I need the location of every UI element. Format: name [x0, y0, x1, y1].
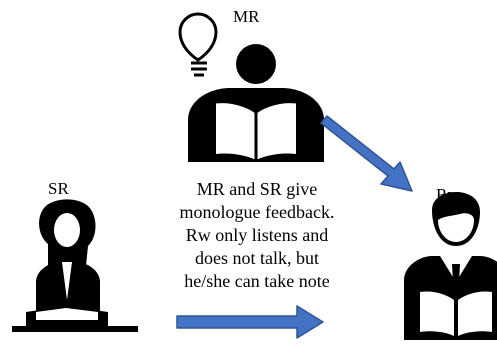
description-line: MR and SR give — [196, 179, 318, 199]
label-mr: MR — [233, 7, 260, 26]
male-reader-icon — [404, 192, 497, 340]
label-rw: Rw — [436, 185, 460, 204]
description-line: Rw only listens and — [185, 225, 329, 245]
description-text: MR and SR give monologue feedback. Rw on… — [146, 178, 368, 293]
label-sr: SR — [48, 179, 69, 198]
arrow-mr-to-rw — [320, 115, 413, 192]
female-reader-icon — [12, 199, 138, 332]
lightbulb-icon — [178, 12, 218, 77]
description-line: monologue feedback. — [179, 202, 335, 222]
description-line: does not talk, but — [195, 248, 319, 268]
reader-icon — [188, 44, 324, 162]
arrow-sr-to-rw — [176, 305, 324, 339]
description-line: he/she can take note — [184, 271, 330, 291]
